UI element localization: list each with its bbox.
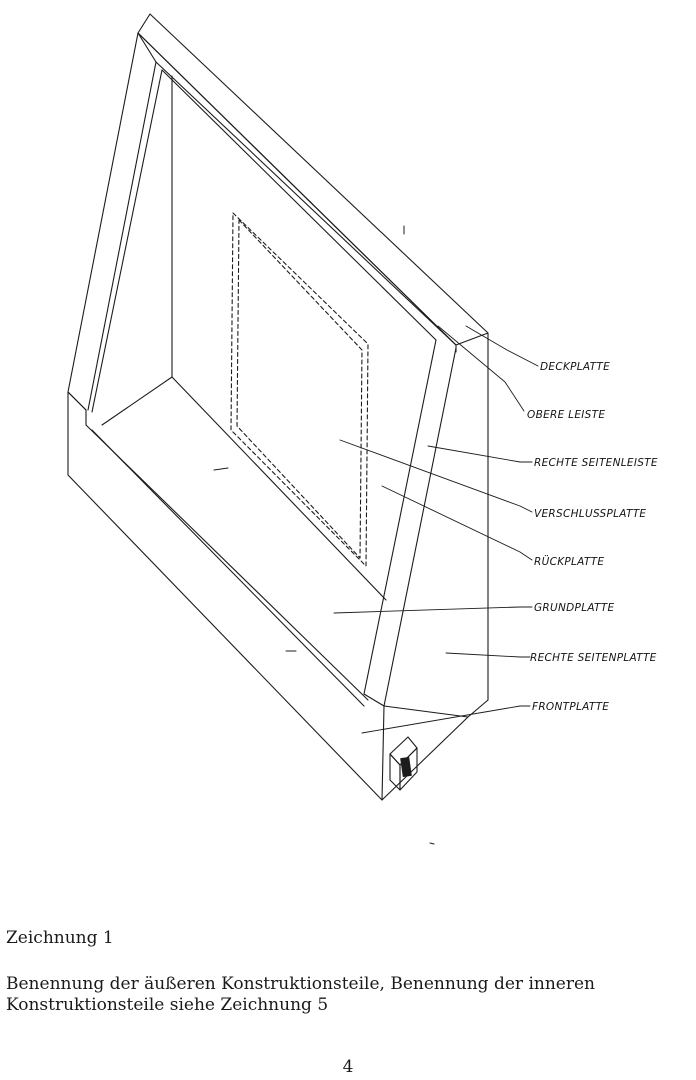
switch-detail: [389, 736, 418, 791]
label-rechte-seitenplatte: RECHTE SEITENPLATTE: [530, 652, 657, 664]
technical-drawing: DECKPLATTE OBERE LEISTE RECHTE SEITENLEI…: [67, 13, 658, 845]
caption-text: Benennung der äußeren Konstruktionsteile…: [6, 974, 686, 1016]
label-verschlussplatte: VERSCHLUSSPLATTE: [534, 508, 646, 520]
deckplatte-part: [137, 13, 489, 353]
grundplatte-part: [85, 424, 369, 707]
leader-rechte-seitenplatte: [445, 652, 531, 658]
leader-grundplatte: [333, 606, 533, 614]
rueckplatte-part: [101, 75, 387, 601]
leader-rueckplatte: [381, 485, 533, 561]
label-rechte-seitenleiste: RECHTE SEITENLEISTE: [534, 457, 658, 469]
caption-text-line-2: Konstruktionsteile siehe Zeichnung 5: [6, 995, 329, 1015]
rechte-seitenplatte-part: [467, 332, 489, 718]
obere-leiste-part: [155, 61, 457, 346]
linke-seitenplatte-part: [67, 32, 163, 413]
label-grundplatte: GRUNDPLATTE: [534, 602, 614, 614]
label-frontplatte: FRONTPLATTE: [532, 701, 609, 713]
leader-rechte-seitenleiste: [427, 445, 533, 463]
leader-deckplatte: [465, 325, 539, 367]
caption-title: Zeichnung 1: [6, 928, 114, 948]
rechte-seitenleiste-part: [363, 339, 457, 707]
frontplatte-part: [67, 391, 469, 801]
leader-frontplatte: [361, 705, 531, 734]
label-rueckplatte: RÜCKPLATTE: [534, 555, 604, 568]
caption-text-line-1: Benennung der äußeren Konstruktionsteile…: [6, 974, 595, 994]
stray-marks: [213, 225, 435, 845]
leader-obere-leiste: [437, 325, 525, 412]
label-deckplatte: DECKPLATTE: [540, 361, 610, 373]
leader-lines: [333, 325, 539, 734]
page-number: 4: [342, 1057, 354, 1077]
leader-verschlussplatte: [339, 439, 533, 513]
label-obere-leiste: OBERE LEISTE: [527, 409, 605, 421]
verschlussplatte-part: [230, 212, 369, 567]
